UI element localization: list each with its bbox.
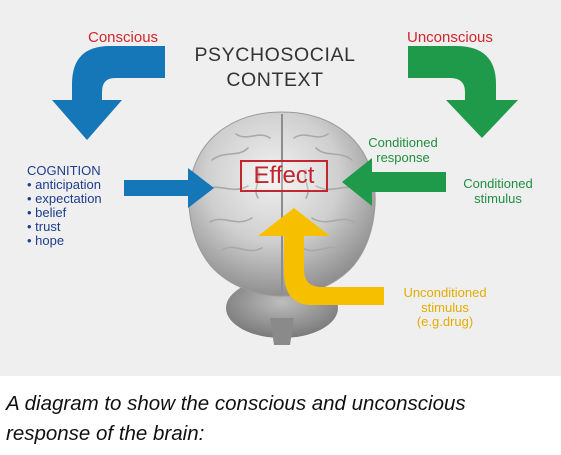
unconditioned-stimulus-label: Unconditioned stimulus (e.g.drug): [386, 285, 504, 330]
unconditioned-stimulus-line-3: (e.g.drug): [416, 314, 474, 330]
unconscious-curved-arrow: [408, 46, 518, 138]
cognition-heading: COGNITION: [27, 163, 101, 178]
conditioned-response-line-2: response: [376, 149, 430, 165]
unconscious-label: Unconscious: [407, 29, 493, 46]
cognition-item: • hope: [27, 233, 65, 249]
unconditioned-stimulus-line-1: Unconditioned: [403, 285, 487, 300]
effect-box: Effect: [240, 160, 328, 192]
caption-line-1: A diagram to show the conscious and unco…: [6, 392, 466, 415]
cognition-item: • expectation: [27, 191, 102, 207]
cognition-list: COGNITION • anticipation • expectation •…: [27, 163, 102, 249]
conditioned-response-line-1: Conditioned: [368, 135, 438, 150]
diagram-graphics: [52, 46, 518, 345]
cognition-item: • belief: [27, 205, 67, 221]
conditioned-stimulus-arrow: [342, 158, 446, 206]
title-line-1: PSYCHOSOCIAL: [194, 44, 356, 66]
cognition-arrow: [124, 168, 214, 208]
conditioned-stimulus-label: Conditioned stimulus: [451, 176, 545, 206]
conscious-label: Conscious: [88, 29, 159, 46]
conditioned-response-label: Conditioned response: [352, 135, 454, 165]
psychosocial-context-title: PSYCHOSOCIAL CONTEXT: [190, 43, 360, 93]
unconditioned-stimulus-arrow: [258, 208, 384, 305]
conditioned-stimulus-line-1: Conditioned: [463, 176, 533, 191]
conditioned-stimulus-line-2: stimulus: [474, 190, 522, 206]
unconditioned-stimulus-line-2: stimulus: [421, 299, 469, 315]
cognition-item: • anticipation: [27, 177, 101, 193]
caption-line-2: response of the brain:: [6, 422, 205, 445]
figure-caption: A diagram to show the conscious and unco…: [6, 389, 556, 449]
cognition-item: • trust: [27, 219, 61, 235]
title-line-2: CONTEXT: [226, 68, 324, 91]
conscious-curved-arrow: [52, 46, 165, 140]
diagram-panel: Conscious Unconscious PSYCHOSOCIAL CONTE…: [0, 0, 561, 376]
